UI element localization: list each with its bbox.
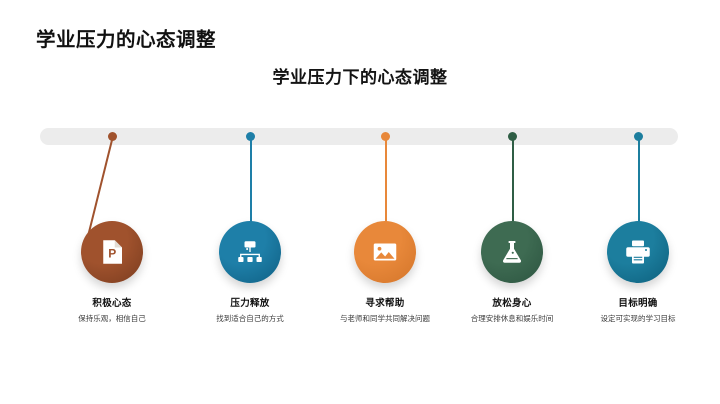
node-icon-bubble[interactable] — [354, 221, 416, 283]
timeline-node[interactable]: 寻求帮助 与老师和同学共同解决问题 — [320, 0, 450, 404]
node-title: 放松身心 — [492, 298, 532, 309]
node-dot — [507, 131, 517, 141]
node-title: 积极心态 — [92, 298, 132, 309]
node-caption: 目标明确 设定可实现的学习目标 — [573, 297, 703, 324]
node-description: 保持乐观，相信自己 — [78, 314, 146, 323]
timeline-node[interactable]: P 积极心态 保持乐观，相信自己 — [47, 0, 177, 404]
sitemap-hierarchy-icon — [235, 237, 265, 267]
timeline-node[interactable]: 目标明确 设定可实现的学习目标 — [573, 0, 703, 404]
timeline-node[interactable]: 放松身心 合理安排休息和娱乐时间 — [447, 0, 577, 404]
svg-text:P: P — [108, 247, 116, 261]
node-caption: 寻求帮助 与老师和同学共同解决问题 — [320, 297, 450, 324]
node-icon-bubble[interactable] — [481, 221, 543, 283]
picture-image-icon — [370, 237, 400, 267]
powerpoint-file-icon: P — [97, 237, 127, 267]
node-stem — [512, 136, 514, 248]
node-title: 目标明确 — [618, 298, 658, 309]
node-icon-bubble[interactable]: P — [81, 221, 143, 283]
node-caption: 压力释放 找到适合自己的方式 — [185, 297, 315, 324]
node-stem — [250, 136, 252, 248]
node-icon-bubble[interactable] — [219, 221, 281, 283]
node-caption: 积极心态 保持乐观，相信自己 — [47, 297, 177, 324]
flask-beaker-icon — [497, 237, 527, 267]
page-title: 学业压力的心态调整 — [36, 29, 217, 51]
printer-icon — [623, 237, 653, 267]
node-dot — [107, 131, 117, 141]
node-stem — [385, 136, 387, 248]
node-title: 寻求帮助 — [365, 298, 405, 309]
node-description: 合理安排休息和娱乐时间 — [470, 314, 554, 323]
node-description: 设定可实现的学习目标 — [600, 314, 676, 323]
node-title: 压力释放 — [230, 298, 270, 309]
node-dot — [245, 131, 255, 141]
node-icon-bubble[interactable] — [607, 221, 669, 283]
node-stem — [638, 136, 640, 248]
node-description: 与老师和同学共同解决问题 — [340, 314, 430, 323]
node-dot — [633, 131, 643, 141]
node-description: 找到适合自己的方式 — [216, 314, 284, 323]
slide-subtitle: 学业压力下的心态调整 — [272, 68, 448, 87]
timeline-node[interactable]: 压力释放 找到适合自己的方式 — [185, 0, 315, 404]
node-dot — [380, 131, 390, 141]
node-caption: 放松身心 合理安排休息和娱乐时间 — [447, 297, 577, 324]
timeline-track — [40, 128, 678, 145]
